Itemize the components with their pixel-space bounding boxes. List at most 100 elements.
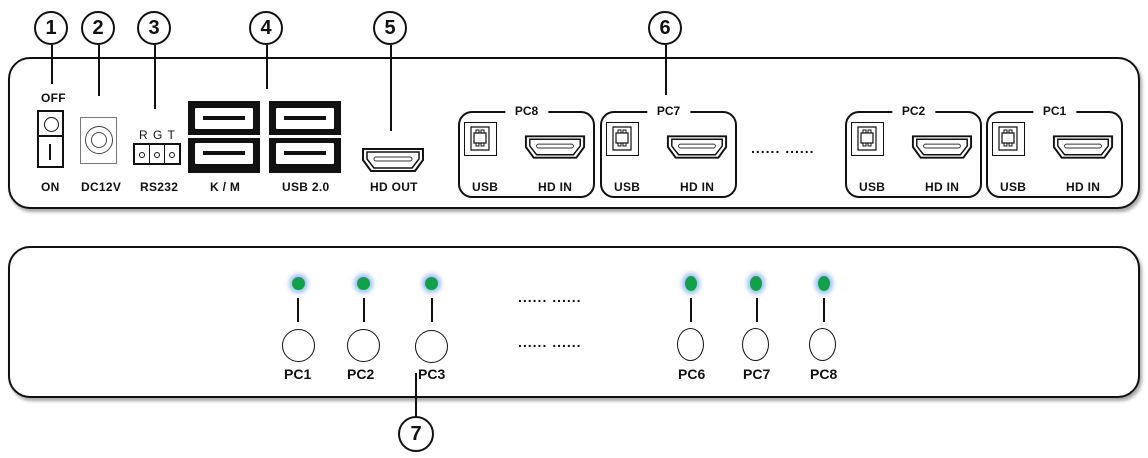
button-pc1[interactable]	[282, 329, 315, 362]
rs232-pin-r	[135, 145, 150, 163]
button-label-pc7: PC7	[743, 366, 771, 382]
callout-4: 4	[249, 11, 283, 45]
button-label-pc2: PC2	[347, 366, 375, 382]
km-usb-stack	[188, 101, 260, 173]
usb-b-port[interactable]	[851, 122, 884, 156]
callout-6-leader	[665, 45, 667, 95]
rs232-label: RS232	[140, 180, 179, 194]
power-off-symbol	[44, 117, 59, 132]
switch-divider	[39, 135, 62, 137]
callout-1-leader	[51, 45, 53, 84]
callout-4-leader	[266, 45, 268, 89]
callout-7: 7	[398, 416, 434, 452]
callout-1: 1	[34, 11, 68, 45]
callout-2: 2	[81, 11, 115, 45]
usb-label: USB	[614, 180, 641, 194]
hd-in-label: HD IN	[680, 180, 715, 194]
hdmi-icon	[1052, 135, 1114, 159]
led-connector	[363, 298, 365, 322]
rs232-pin-t	[165, 145, 179, 163]
km-label: K / M	[210, 180, 241, 194]
button-label-pc3: PC3	[418, 366, 446, 382]
rear-ellipsis: ...... ......	[751, 140, 815, 156]
pc-group-pc1: PC1 USB HD IN	[986, 104, 1123, 198]
km-usb-port-bottom[interactable]	[193, 141, 255, 166]
button-pc3[interactable]	[415, 330, 448, 363]
callout-7-leader	[415, 373, 417, 418]
front-panel	[8, 246, 1140, 398]
pc-group-pc2: PC2 USB HD IN	[845, 104, 982, 198]
rs232-pin-labels: R G T	[139, 128, 176, 142]
button-label-pc1: PC1	[284, 366, 312, 382]
usb-b-port[interactable]	[464, 122, 497, 156]
hdmi-icon	[524, 135, 586, 159]
pc-group-title: PC2	[891, 104, 936, 118]
rs232-pin-g	[150, 145, 165, 163]
hd-out-label: HD OUT	[370, 180, 418, 194]
led-connector	[431, 298, 433, 322]
power-on-label: ON	[41, 180, 60, 194]
hd-in-port[interactable]	[910, 133, 974, 161]
stack-separator	[269, 135, 341, 138]
usb20-label: USB 2.0	[282, 180, 330, 194]
hd-in-port[interactable]	[665, 133, 729, 161]
front-ellipsis-led-row: ...... ......	[518, 289, 582, 305]
pc-group-title: PC7	[646, 104, 691, 118]
usb20-stack	[269, 101, 341, 173]
power-off-label: OFF	[41, 91, 66, 105]
led-pc7	[750, 276, 762, 291]
led-pc8	[818, 276, 830, 291]
hdmi-icon	[911, 135, 973, 159]
usb-tongue	[284, 151, 326, 155]
rs232-terminal-block	[133, 143, 181, 165]
hd-in-label: HD IN	[538, 180, 573, 194]
hdmi-icon	[362, 148, 424, 172]
usb-b-icon	[998, 126, 1018, 151]
front-ellipsis-button-row: ...... ......	[518, 334, 582, 350]
button-pc8[interactable]	[809, 328, 836, 361]
callout-3-leader	[154, 45, 156, 109]
dc-jack-inner-ring	[91, 132, 107, 148]
button-pc2[interactable]	[347, 329, 380, 362]
hd-in-port[interactable]	[523, 133, 587, 161]
pc-group-pc7: PC7 USB HD IN	[600, 104, 737, 198]
pc-group-title: PC8	[504, 104, 549, 118]
usb-b-port[interactable]	[992, 122, 1025, 156]
power-on-symbol	[49, 144, 51, 160]
button-pc6[interactable]	[677, 328, 704, 361]
dc-jack-outer-ring	[85, 126, 113, 154]
hd-out-port[interactable]	[360, 146, 426, 174]
usb-b-icon	[612, 126, 632, 151]
callout-2-leader	[98, 45, 100, 96]
led-connector	[756, 298, 758, 322]
callout-6: 6	[648, 11, 682, 45]
usb-b-icon	[857, 126, 877, 151]
dc-power-jack	[80, 117, 117, 164]
led-pc6	[685, 276, 697, 291]
led-pc2	[357, 277, 370, 290]
power-switch[interactable]	[37, 110, 64, 168]
pc-group-pc8: PC8 USB HD IN	[458, 104, 595, 198]
button-pc7[interactable]	[742, 328, 769, 361]
usb-label: USB	[472, 180, 499, 194]
usb20-port-top[interactable]	[274, 106, 336, 131]
callout-5: 5	[373, 11, 407, 45]
button-label-pc8: PC8	[810, 366, 838, 382]
usb-tongue	[203, 151, 245, 155]
hd-in-port[interactable]	[1051, 133, 1115, 161]
led-pc3	[425, 277, 438, 290]
km-usb-port-top[interactable]	[193, 106, 255, 131]
pc-group-title: PC1	[1032, 104, 1077, 118]
usb-label: USB	[859, 180, 886, 194]
led-connector	[690, 298, 692, 322]
led-connector	[823, 298, 825, 322]
usb-tongue	[284, 116, 326, 120]
led-pc1	[292, 277, 305, 290]
led-connector	[297, 298, 299, 322]
stack-separator	[188, 135, 260, 138]
usb-label: USB	[1000, 180, 1027, 194]
usb20-port-bottom[interactable]	[274, 141, 336, 166]
dc12v-label: DC12V	[81, 180, 122, 194]
usb-b-port[interactable]	[606, 122, 639, 156]
hd-in-label: HD IN	[925, 180, 960, 194]
